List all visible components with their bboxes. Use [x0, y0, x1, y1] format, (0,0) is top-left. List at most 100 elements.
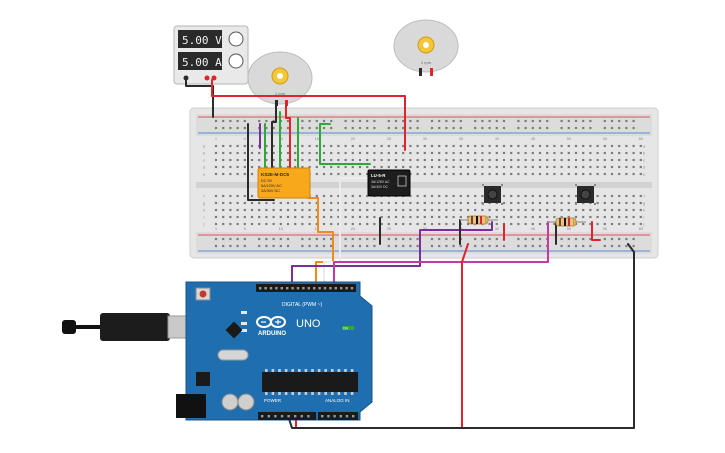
- column-number: 30: [423, 226, 428, 231]
- column-number: 1: [215, 136, 218, 141]
- column-number: 25: [387, 226, 392, 231]
- power-supply[interactable]: 5.00 V 5.00 A: [173, 25, 249, 85]
- column-number: 55: [603, 226, 608, 231]
- bottom-power-rails: [196, 232, 652, 254]
- column-number: 40: [495, 226, 500, 231]
- column-number: 10: [279, 136, 284, 141]
- column-number: 5: [244, 226, 247, 231]
- row-letter: h: [203, 208, 205, 213]
- row-letter: i: [204, 215, 205, 220]
- motor-2-terminal-red[interactable]: [430, 68, 433, 76]
- row-letter: a: [203, 144, 206, 149]
- resistor-1[interactable]: [460, 215, 498, 225]
- wire-motor1-red[interactable]: [285, 105, 291, 173]
- voltage-readout: 5.00 V: [182, 34, 222, 47]
- row-letter: e: [643, 172, 646, 177]
- push-button-2[interactable]: [575, 184, 596, 205]
- column-number: 15: [315, 136, 320, 141]
- analog-header[interactable]: [318, 412, 358, 420]
- column-number: 55: [603, 136, 608, 141]
- arduino-model: UNO: [296, 318, 321, 330]
- relay-ks2e[interactable]: KS2E-M-DC5 DC 5V 5A/125V AC 2A/30V DC: [257, 167, 311, 199]
- column-number: 35: [459, 136, 464, 141]
- voltage-display: [178, 30, 222, 48]
- relay-lu5-spec-1: 3A/125V AC: [371, 180, 390, 184]
- voltage-knob[interactable]: [228, 31, 244, 47]
- reset-button-icon[interactable]: [199, 290, 207, 298]
- row-letter: h: [643, 208, 645, 213]
- capacitor-2: [237, 393, 255, 411]
- wire-black-gnd[interactable]: [287, 243, 635, 429]
- column-number: 30: [423, 136, 428, 141]
- current-knob[interactable]: [228, 53, 244, 69]
- on-label: ON: [343, 326, 348, 330]
- motor-1-label: 1 rpm: [275, 91, 286, 96]
- power-label: POWER: [264, 398, 282, 403]
- top-power-rails: [196, 114, 652, 136]
- relay-ks2e-spec-2: 5A/125V AC: [261, 184, 282, 188]
- motor-1-terminal-red[interactable]: [285, 100, 288, 106]
- relay-lu5[interactable]: LU-5-R 3A/125V AC 3A/30V DC: [367, 169, 411, 197]
- resistor-2[interactable]: [548, 217, 586, 227]
- motor-1-terminal-black[interactable]: [275, 100, 278, 106]
- wire-motor1-black[interactable]: [271, 105, 277, 173]
- digital-label: DIGITAL (PWM ~): [282, 302, 322, 308]
- column-number: 10: [279, 226, 284, 231]
- column-number: 50: [567, 136, 572, 141]
- motor-2-terminal-black[interactable]: [419, 68, 422, 76]
- row-letter: e: [203, 172, 206, 177]
- column-number: 35: [459, 226, 464, 231]
- wire-purple-button1[interactable]: [291, 221, 493, 291]
- power-header[interactable]: [258, 412, 316, 420]
- on-led: [342, 326, 354, 330]
- row-letter: g: [203, 201, 205, 206]
- usb-chip: [225, 321, 243, 339]
- dc-power-jack[interactable]: [176, 394, 206, 418]
- row-letter: f: [643, 194, 645, 199]
- current-readout: 5.00 A: [182, 56, 222, 69]
- column-number: 50: [567, 226, 572, 231]
- column-number: 5: [244, 136, 247, 141]
- arduino-uno[interactable]: DIGITAL (PWM ~) ARDUINO UNO ON: [176, 281, 373, 421]
- relay-ks2e-model: KS2E-M-DC5: [261, 172, 290, 177]
- analog-label: ANALOG IN: [325, 398, 350, 403]
- row-letter: g: [643, 201, 645, 206]
- relay-coil-icon: [397, 175, 407, 187]
- atmega-chip: [262, 372, 358, 392]
- row-letter: i: [644, 215, 645, 220]
- row-letter: j: [643, 222, 645, 227]
- wire-psu-positive[interactable]: [211, 79, 406, 151]
- row-letter: c: [643, 158, 645, 163]
- row-letter: c: [203, 158, 205, 163]
- voltage-regulator: [196, 372, 210, 386]
- push-button-1[interactable]: [482, 184, 503, 205]
- wire-psu-ground[interactable]: [185, 79, 214, 118]
- digital-header[interactable]: [256, 284, 356, 292]
- row-letter: a: [643, 144, 646, 149]
- breadboard-holes: [214, 119, 642, 248]
- relay-lu5-spec-2: 3A/30V DC: [371, 185, 389, 189]
- ground-terminal[interactable]: [183, 75, 189, 81]
- relay-lu5-model: LU-5-R: [371, 173, 386, 178]
- wire-black-relay-gnd[interactable]: [247, 123, 275, 201]
- column-number: 1: [215, 226, 218, 231]
- row-letter: b: [203, 151, 206, 156]
- relay-ks2e-spec-1: DC 5V: [261, 179, 273, 183]
- row-letter: d: [643, 165, 645, 170]
- dc-motor-1[interactable]: 1 rpm: [247, 51, 313, 106]
- wire-orange-signal[interactable]: [307, 197, 334, 291]
- positive-terminal[interactable]: [204, 75, 210, 81]
- positive-terminal-2[interactable]: [211, 75, 217, 81]
- column-number: 60: [639, 226, 644, 231]
- wire-green-4[interactable]: [319, 123, 371, 165]
- wire-magenta-button2[interactable]: [333, 221, 549, 291]
- row-letter: j: [203, 222, 205, 227]
- motor-2-label: 1 rpm: [421, 60, 432, 65]
- row-letter: f: [203, 194, 205, 199]
- column-number: 45: [531, 136, 536, 141]
- dc-motor-2[interactable]: 1 rpm: [393, 19, 459, 76]
- row-letter: b: [643, 151, 646, 156]
- center-channel: [196, 182, 652, 188]
